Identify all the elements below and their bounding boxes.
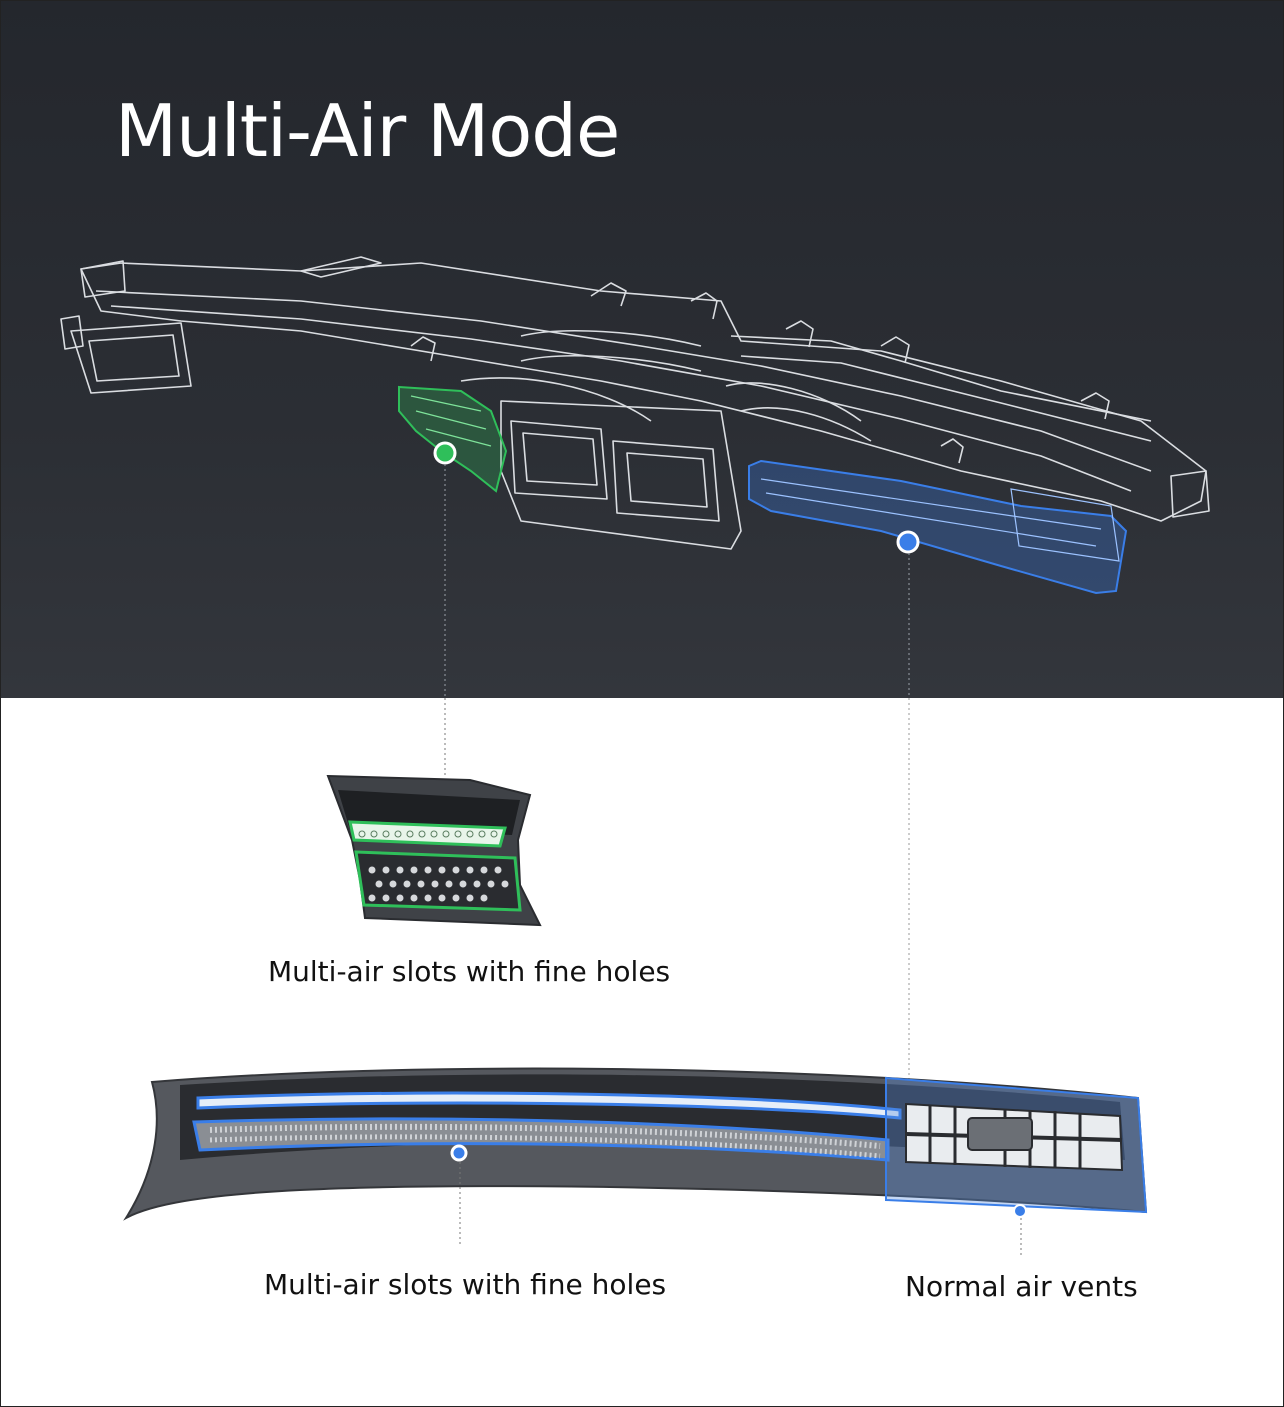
green-callout-dot (433, 441, 457, 465)
caption-long-vent-slots: Multi-air slots with fine holes (264, 1268, 667, 1301)
caption-long-vent-normal: Normal air vents (905, 1270, 1138, 1303)
blue-highlight-long-vent (748, 459, 1128, 595)
caption-small-vent: Multi-air slots with fine holes (268, 955, 671, 988)
blue-callout-dot (896, 530, 920, 554)
green-highlight-small-vent (398, 385, 508, 493)
diagram-top-panel: Multi-Air Mode (1, 1, 1283, 698)
page-title: Multi-Air Mode (115, 89, 620, 173)
duct-assembly-wireframe (60, 256, 1210, 698)
